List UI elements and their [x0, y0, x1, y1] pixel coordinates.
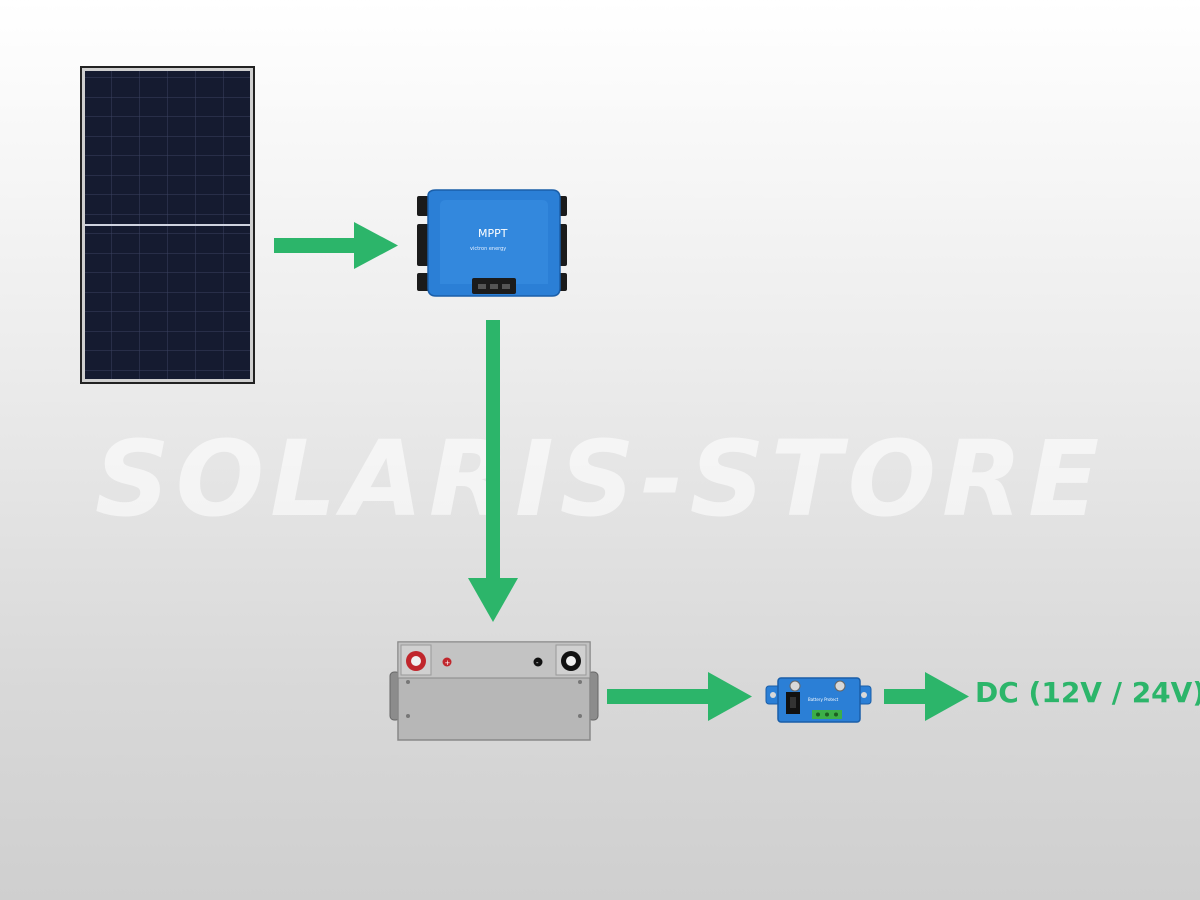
- battery-positive-symbol: +: [445, 659, 451, 667]
- mppt-brand: victron energy: [470, 246, 506, 252]
- battery-icon: + -: [389, 641, 599, 741]
- arrow-right-icon: [884, 672, 969, 721]
- arrow-down-icon: [468, 320, 518, 622]
- mppt-label: MPPT: [478, 227, 508, 240]
- output-label: DC (12V / 24V): [975, 676, 1200, 709]
- battery-negative-symbol: -: [536, 659, 539, 667]
- battery-protect-label: Battery Protect: [808, 697, 839, 702]
- arrow-right-icon: [274, 222, 398, 269]
- mppt-controller-icon: MPPT victron energy: [417, 189, 567, 297]
- solar-panel-icon: [80, 66, 255, 384]
- watermark: SOLARIS-STORE: [94, 418, 1106, 540]
- arrow-right-icon: [607, 672, 752, 721]
- battery-protect-icon: Battery Protect: [765, 677, 872, 723]
